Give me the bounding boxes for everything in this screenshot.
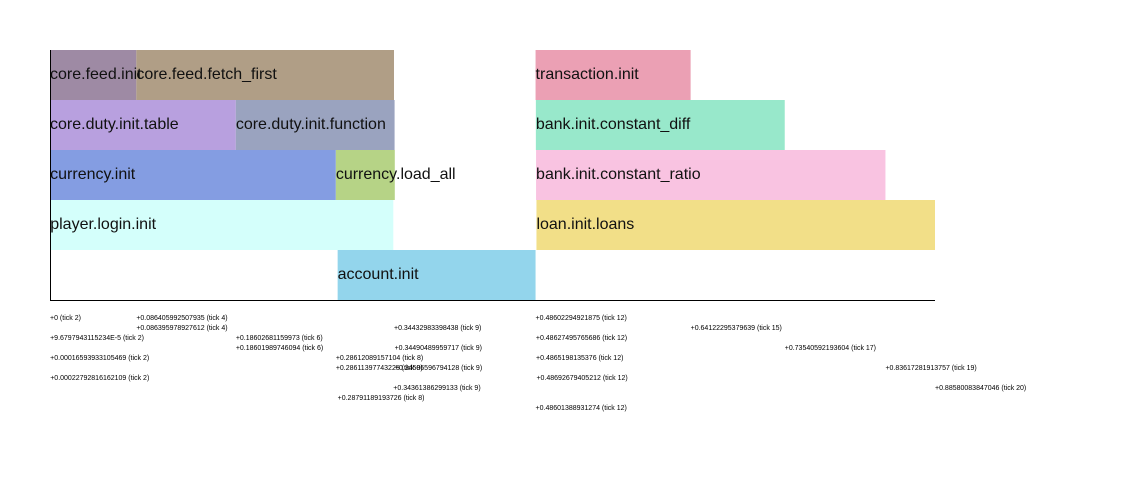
bar-account-init — [337, 250, 536, 300]
tick-label: +9.679794311​5234E-5 (tick 2) — [50, 335, 144, 342]
tick-label: +0.48692679405212 (tick 12) — [536, 375, 627, 382]
bar-bank-init-constant-ratio — [536, 150, 886, 200]
bar-label: account.init — [338, 266, 419, 283]
bar-core-feed-init — [50, 50, 137, 100]
bar-currency-init — [50, 150, 336, 200]
tick-label: +0.83617281913757 (tick 19) — [885, 365, 976, 372]
tick-label: +0.28612089157104 (tick 8) — [336, 355, 423, 362]
bar-label: core.feed.init — [50, 66, 142, 83]
tick-labels-layer: +0 (tick 2) +9.679794311​5234E-5 (tick 2)… — [50, 315, 1026, 412]
bar-label: currency.init — [50, 166, 136, 183]
tick-label: +0.18602681159973 (tick 6) — [236, 335, 323, 342]
tick-label: +0.64122295379639 (tick 15) — [691, 325, 782, 332]
bar-label: currency.load_all — [336, 166, 456, 183]
bar-core-duty-init-table — [50, 100, 236, 150]
tick-label: +0.48601388931274 (tick 12) — [536, 405, 627, 412]
bar-label: player.login.init — [50, 216, 156, 233]
bar-currency-load-all — [335, 150, 395, 200]
tick-label: +0 (tick 2) — [50, 315, 81, 322]
tick-label: +0.28611397743225 (tick 8) — [336, 365, 423, 372]
bar-core-feed-fetch-first — [136, 50, 394, 100]
tick-label: +0.34490489959717 (tick 9) — [395, 345, 482, 352]
tick-label: +0.00016593933105469 (tick 2) — [50, 355, 149, 362]
bar-label: transaction.init — [536, 66, 640, 83]
bars-layer — [50, 50, 935, 300]
tick-label: +0.48651981353​76 (tick 12) — [536, 355, 623, 362]
tick-label: +0.00022792816162109 (tick 2) — [50, 375, 149, 382]
bar-player-login-init — [50, 200, 394, 250]
bar-label: core.feed.fetch_first — [136, 66, 277, 83]
bar-bank-init-constant-diff — [535, 100, 785, 150]
tick-label: +0.48627495765686 (tick 12) — [536, 335, 627, 342]
bar-label: bank.init.constant_diff — [536, 116, 691, 133]
bar-core-duty-init-function — [235, 100, 395, 150]
tick-label: +0.73540592193604 (tick 17) — [785, 345, 876, 352]
tick-label: +0.34432983398438 (tick 9) — [394, 325, 481, 332]
bar-label: bank.init.constant_ratio — [536, 166, 701, 183]
bar-label: loan.init.loans — [536, 216, 634, 233]
tick-label: +0.34506596794128 (tick 9) — [395, 365, 482, 372]
tick-label: +0.48602294921875 (tick 12) — [536, 315, 627, 322]
tick-label: +0.28791189193726 (tick 8) — [338, 395, 425, 402]
bar-loan-init-loans — [536, 200, 935, 250]
tick-label: +0.18601989746094 (tick 6) — [236, 345, 323, 352]
tick-label: +0.34361386299133 (tick 9) — [393, 385, 480, 392]
tick-label: +0.086405992507935 (tick 4) — [136, 315, 227, 322]
bar-label: core.duty.init.table — [50, 116, 179, 133]
tick-label: +0.88580083847046 (tick 20) — [935, 385, 1026, 392]
tick-label: +0.086395978927612 (tick 4) — [136, 325, 227, 332]
bar-transaction-init — [535, 50, 691, 100]
bar-label: core.duty.init.function — [236, 116, 386, 133]
